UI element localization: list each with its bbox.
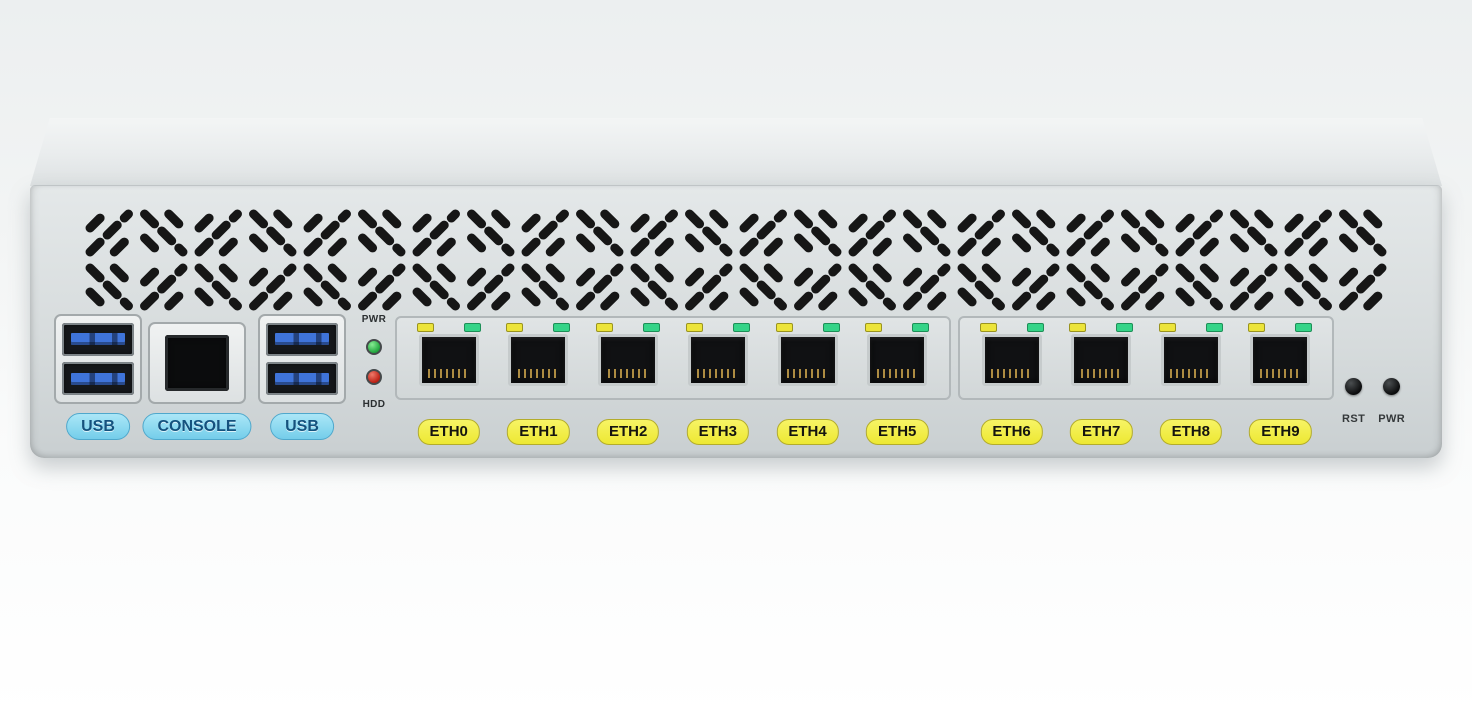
eth-port-7: ETH7 <box>1063 323 1139 445</box>
reset-button-label: RST <box>1342 413 1366 425</box>
link-led-green <box>1026 323 1044 332</box>
console-rj45-port <box>165 335 229 391</box>
usb-port-group-right: USB <box>258 314 346 440</box>
console-port-block: CONSOLE <box>142 322 252 440</box>
usb-right-label: USB <box>270 412 334 440</box>
rj45-port <box>687 334 748 386</box>
rj45-pins <box>428 369 470 378</box>
eth-port-2: ETH2 <box>590 323 666 445</box>
link-led-green <box>1205 323 1223 332</box>
eth-port-8: ETH8 <box>1153 323 1229 445</box>
eth-port-6: ETH6 <box>974 323 1050 445</box>
rj45-port <box>1160 334 1221 386</box>
link-led-green <box>553 323 571 332</box>
link-led-green <box>643 323 661 332</box>
chassis-front-face: USB CONSOLE USB PWR <box>30 185 1442 458</box>
link-led-green <box>1116 323 1134 332</box>
eth-port-1: ETH1 <box>500 323 576 445</box>
rj45-pins <box>876 369 918 378</box>
rj45-pins <box>991 369 1033 378</box>
eth-port-group-1: ETH0 ETH1 ETH2 ETH3 <box>395 316 951 445</box>
link-led-green <box>732 323 750 332</box>
rj45-port <box>1071 334 1132 386</box>
status-led-block: PWR HDD <box>354 314 394 410</box>
rj45-pins <box>1259 369 1301 378</box>
usb-port <box>62 362 134 396</box>
rj45-port <box>418 334 479 386</box>
rj45-port <box>777 334 838 386</box>
hdd-led <box>366 369 382 385</box>
link-led-green <box>912 323 930 332</box>
console-label: CONSOLE <box>142 412 252 440</box>
activity-led-yellow <box>596 323 614 332</box>
eth-port-label: ETH8 <box>1159 419 1222 445</box>
activity-led-yellow <box>416 323 434 332</box>
eth-port-9: ETH9 <box>1242 323 1318 445</box>
activity-led-yellow <box>865 323 883 332</box>
reset-button <box>1345 378 1363 395</box>
pwr-led-label: PWR <box>361 314 387 325</box>
usb-left-label: USB <box>66 412 130 440</box>
rj45-pins <box>517 369 559 378</box>
usb-connector-tongue <box>71 333 125 346</box>
rj45-port <box>981 334 1042 386</box>
eth-port-label: ETH6 <box>980 419 1043 445</box>
hdd-led-label: HDD <box>362 399 386 410</box>
usb-connector-tongue <box>71 372 125 385</box>
activity-led-yellow <box>775 323 793 332</box>
activity-led-yellow <box>1069 323 1087 332</box>
usb-port <box>266 362 338 396</box>
eth-port-label: ETH4 <box>776 419 839 445</box>
usb-connector-tongue <box>275 333 329 346</box>
activity-led-yellow <box>1158 323 1176 332</box>
eth-port-label: ETH0 <box>417 419 480 445</box>
rj45-port <box>867 334 928 386</box>
link-led-green <box>822 323 840 332</box>
activity-led-yellow <box>979 323 997 332</box>
appliance-chassis: USB CONSOLE USB PWR <box>30 118 1442 458</box>
usb-port-group-left: USB <box>54 314 142 440</box>
eth-port-label: ETH9 <box>1249 419 1312 445</box>
power-led <box>366 339 382 355</box>
eth-port-label: ETH2 <box>596 419 660 445</box>
eth-port-0: ETH0 <box>411 323 487 445</box>
rj45-pins <box>786 369 829 378</box>
power-button-label: PWR <box>1378 413 1406 425</box>
eth-port-label: ETH3 <box>686 419 749 445</box>
rj45-pins <box>697 369 739 378</box>
rj45-pins <box>607 369 649 378</box>
link-led-green <box>463 323 481 332</box>
link-led-green <box>1295 323 1313 332</box>
eth-port-5: ETH5 <box>859 323 935 445</box>
eth-port-4: ETH4 <box>770 323 846 445</box>
usb-port <box>266 322 338 356</box>
vent-grille <box>82 206 1390 314</box>
activity-led-yellow <box>506 323 524 332</box>
power-button <box>1383 378 1401 395</box>
rj45-port <box>598 334 659 386</box>
eth-port-label: ETH7 <box>1070 419 1133 445</box>
usb-port <box>62 322 134 356</box>
activity-led-yellow <box>685 323 703 332</box>
eth-port-group-2: ETH6 ETH7 ETH8 ETH9 <box>958 316 1334 445</box>
usb-connector-tongue <box>275 372 329 385</box>
eth-port-label: ETH1 <box>507 419 570 445</box>
rj45-pins <box>1080 369 1122 378</box>
rj45-pins <box>1170 369 1212 378</box>
rj45-port <box>1250 334 1311 386</box>
rj45-port <box>508 334 569 386</box>
eth-port-label: ETH5 <box>866 419 929 445</box>
button-block: RST PWR <box>1342 378 1405 425</box>
activity-led-yellow <box>1248 323 1266 332</box>
eth-port-3: ETH3 <box>680 323 756 445</box>
chassis-top-face <box>30 118 1442 186</box>
